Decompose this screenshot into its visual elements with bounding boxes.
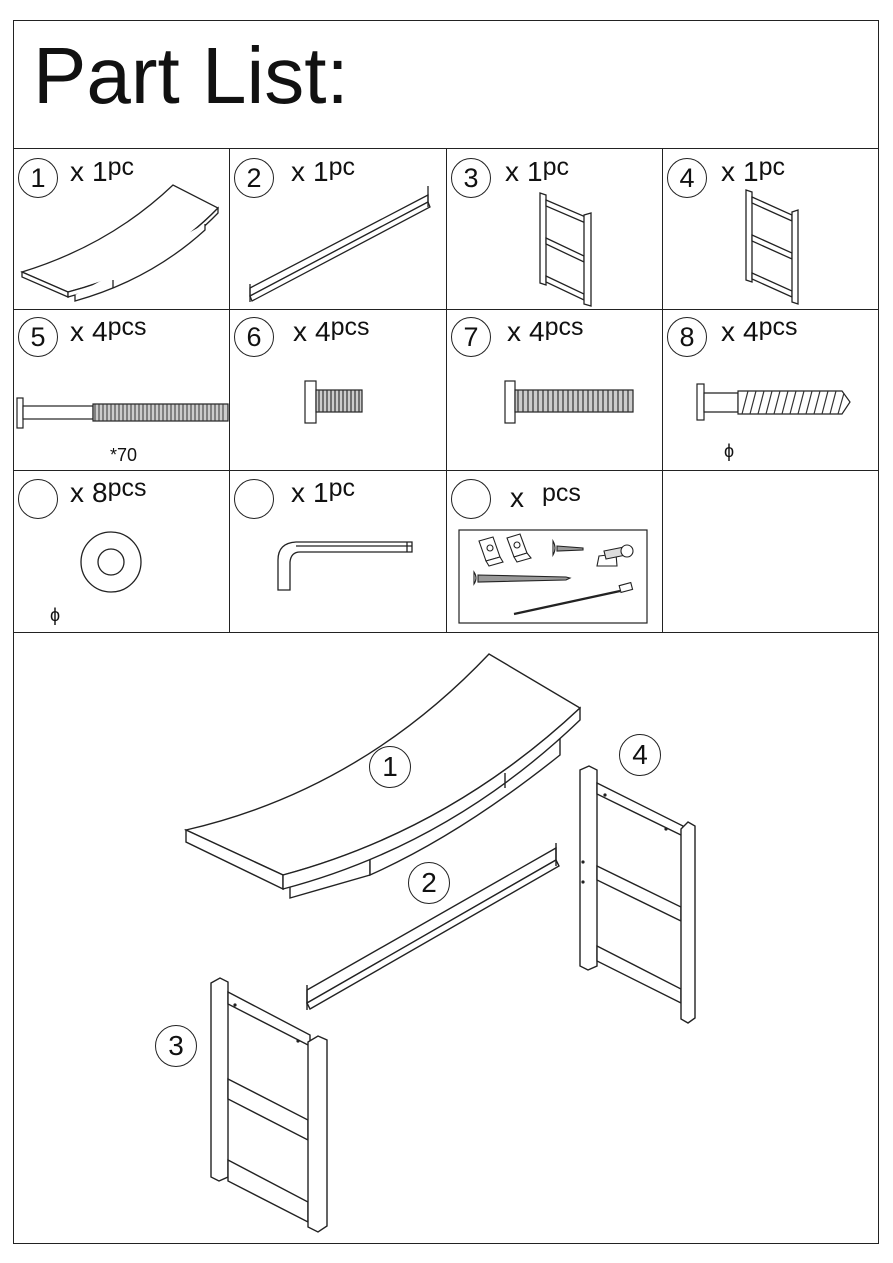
- part-number: 8: [667, 317, 707, 357]
- part-number: 5: [18, 317, 58, 357]
- diagram-label-3: 3: [155, 1025, 197, 1067]
- grid-line: [446, 149, 447, 633]
- part-dimension-note: ϕ: [50, 605, 61, 625]
- diagram-label-2: 2: [408, 862, 450, 904]
- part-number: [234, 479, 274, 519]
- grid-line: [13, 148, 879, 149]
- grid-line: [229, 149, 230, 633]
- part-number: 1: [18, 158, 58, 198]
- part-number: 3: [451, 158, 491, 198]
- part-number: 7: [451, 317, 491, 357]
- part-dimension-note: ϕ: [724, 441, 735, 461]
- part-dimension-note: *70: [110, 445, 138, 465]
- part-number: 6: [234, 317, 274, 357]
- grid-line: [662, 149, 663, 633]
- part-number: 4: [667, 158, 707, 198]
- part-number: [18, 479, 58, 519]
- part-number: [451, 479, 491, 519]
- diagram-label-1: 1: [369, 746, 411, 788]
- part-number: 2: [234, 158, 274, 198]
- page-title: Part List:: [33, 31, 349, 120]
- diagram-label-4: 4: [619, 734, 661, 776]
